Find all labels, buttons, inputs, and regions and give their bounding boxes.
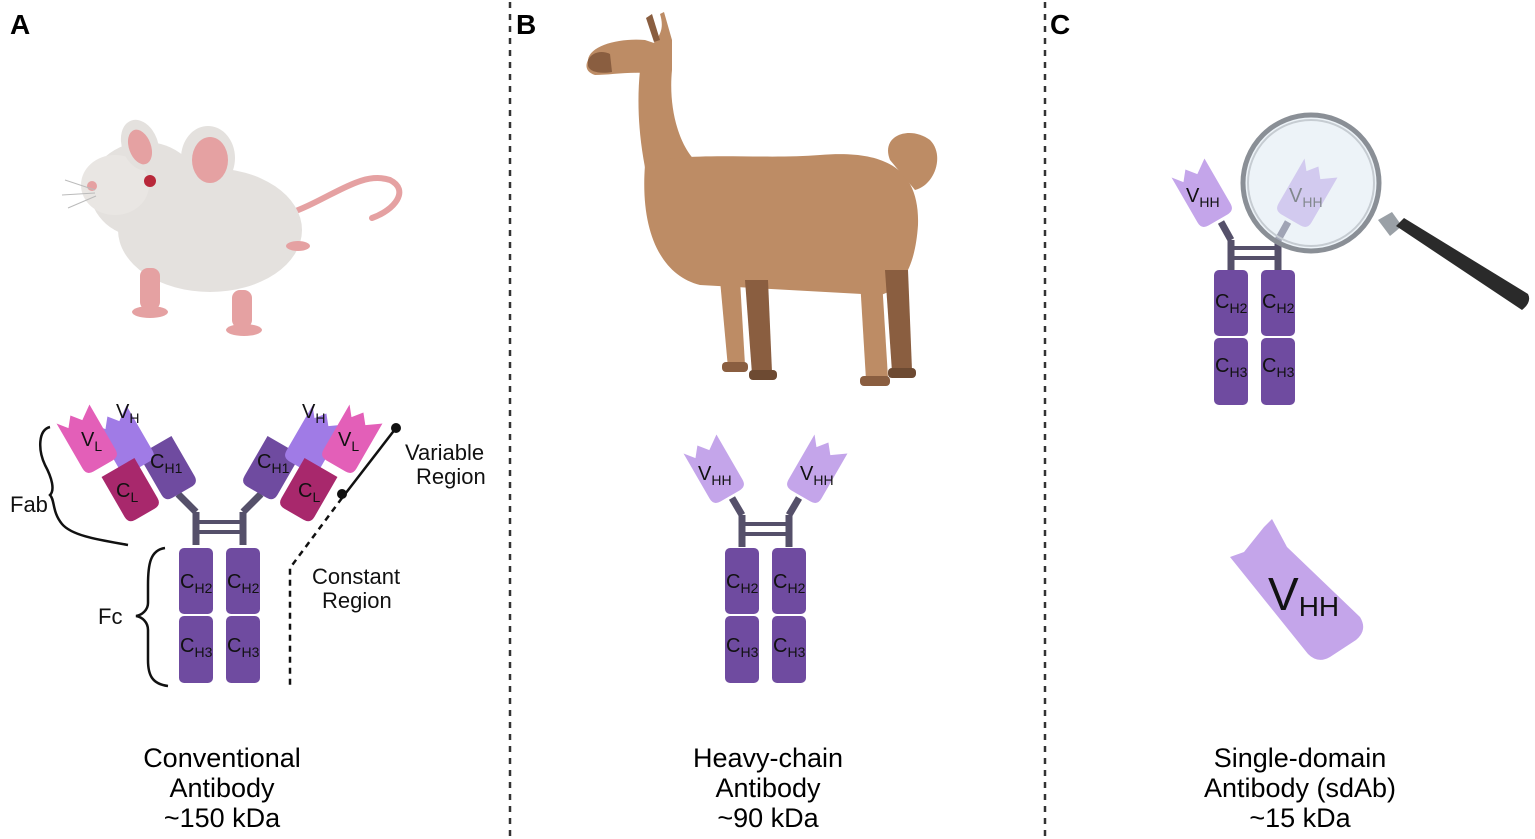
caption-a-line2: Antibody [169,773,275,803]
fab-label: Fab [10,492,48,517]
label-ch3-b-right: CH3 [773,635,806,660]
caption-c-line2: Antibody (sdAb) [1204,773,1396,803]
label-ch3-c-right: CH3 [1262,355,1295,380]
label-cl-right: CL [298,480,320,505]
label-vhh-large: VHH [1268,568,1339,622]
fc-label: Fc [98,604,122,629]
label-ch2-b-right: CH2 [773,571,806,596]
caption-c-line1: Single-domain [1214,743,1387,773]
caption-b-line2: Antibody [715,773,821,803]
label-ch2-left: CH2 [180,571,213,596]
label-vhh-left: VHH [698,463,732,488]
variable-region-label-2: Region [416,464,486,489]
label-ch1-right: CH1 [257,451,290,476]
caption-b-line1: Heavy-chain [693,743,843,773]
label-ch3-left: CH3 [180,635,213,660]
fab-brace [39,425,129,547]
constant-region-line [288,497,344,686]
label-ch2-c-right: CH2 [1262,291,1295,316]
label-vl-left: VL [81,429,102,454]
label-ch3-c-left: CH3 [1215,355,1248,380]
panel-letter-b: B [516,9,536,40]
label-cl-left: CL [116,480,138,505]
panel-letter-a: A [10,9,30,40]
single-vhh-domain: VHH [1230,519,1364,660]
label-vhh-c-left: VHH [1186,185,1220,210]
label-ch3-right: CH3 [227,635,260,660]
variable-region-label-1: Variable [405,440,484,465]
mouse-illustration [61,119,403,336]
caption-b-line3: ~90 kDa [717,803,819,833]
label-vh-left: VH [116,401,139,426]
caption-a-line3: ~150 kDa [164,803,281,833]
constant-region-label-1: Constant [312,564,400,589]
variable-region-line [341,427,397,499]
label-ch1-left: CH1 [150,451,183,476]
caption-a-line1: Conventional [143,743,301,773]
label-ch3-b-left: CH3 [726,635,759,660]
heavy-chain-antibody: VHH VHH CH2 CH2 CH3 CH3 [683,434,848,683]
label-ch2-right: CH2 [227,571,260,596]
label-vh-right: VH [302,401,325,426]
label-vhh-right: VHH [800,463,834,488]
constant-region-label-2: Region [322,588,392,613]
caption-c-line3: ~15 kDa [1249,803,1351,833]
conventional-antibody: VH VL CH1 CL VH VL CH1 CL CH2 CH2 CH3 CH… [10,401,486,688]
llama-illustration [586,12,938,386]
label-vl-right: VL [338,429,359,454]
label-ch2-b-left: CH2 [726,571,759,596]
label-ch2-c-left: CH2 [1215,291,1248,316]
fc-brace [135,546,169,688]
panel-letter-c: C [1050,9,1070,40]
magnifying-glass-icon [1240,112,1530,310]
